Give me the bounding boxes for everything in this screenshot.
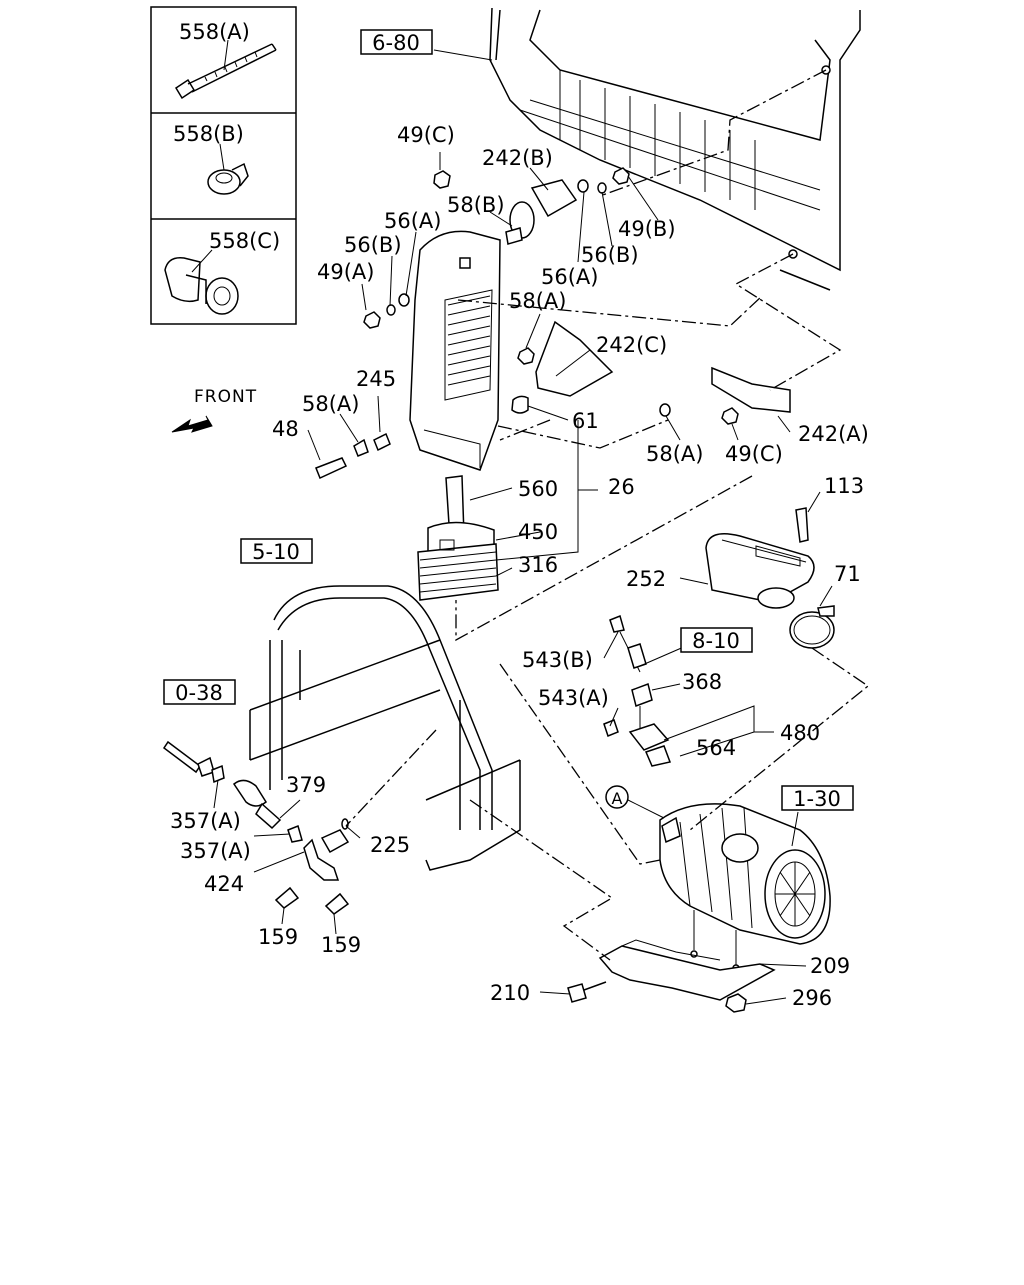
callout-424: 424: [204, 872, 244, 896]
callout-56b-right: 56(B): [581, 243, 639, 267]
ref-box-1-30: 1-30: [793, 787, 841, 811]
clip-558c: [164, 257, 239, 315]
callout-242a: 242(A): [798, 422, 869, 446]
reference-boxes: 6-80 5-10 0-38 8-10 1-30: [163, 29, 854, 811]
clip-inset-panel: [150, 6, 297, 325]
callout-450: 450: [518, 520, 558, 544]
callout-564: 564: [696, 736, 736, 760]
hose-fittings-left: [162, 740, 350, 915]
callout-159-2: 159: [321, 933, 361, 957]
callout-71: 71: [834, 562, 861, 586]
callout-56b-left: 56(B): [344, 233, 402, 257]
callout-296: 296: [792, 986, 832, 1010]
label-558a: 558(A): [179, 20, 250, 44]
shift-boot-assembly: [417, 475, 499, 601]
callout-543b: 543(B): [522, 648, 593, 672]
callout-245: 245: [356, 367, 396, 391]
part-callouts: 49(C) 242(B) 58(B) 56(A) 56(B) 49(A) 49(…: [170, 123, 869, 1010]
callout-159-1: 159: [258, 925, 298, 949]
callout-316: 316: [518, 553, 558, 577]
front-arrow-icon: [171, 415, 213, 433]
callout-58a-low: 58(A): [646, 442, 703, 466]
callout-113: 113: [824, 474, 864, 498]
front-label: FRONT: [194, 387, 257, 407]
callout-49c-top: 49(C): [397, 123, 455, 147]
callout-48: 48: [272, 417, 299, 441]
front-direction-indicator: FRONT: [171, 387, 257, 433]
callout-379: 379: [286, 773, 326, 797]
brackets-242: [530, 179, 791, 413]
shift-lever-housing: [409, 230, 501, 471]
reference-circle-a: A: [605, 785, 665, 819]
leader-lines: [191, 39, 833, 1005]
label-558c: 558(C): [209, 229, 280, 253]
ref-box-0-38: 0-38: [175, 681, 223, 705]
callout-225: 225: [370, 833, 410, 857]
callout-357a-1: 357(A): [170, 809, 241, 833]
callout-543a: 543(A): [538, 686, 609, 710]
fasteners-left: [315, 167, 739, 480]
callout-49b: 49(B): [618, 217, 676, 241]
cable-tie-558a: [174, 43, 277, 100]
callout-26: 26: [608, 475, 635, 499]
mounting-bracket-209: [567, 939, 776, 1013]
callout-58a-left: 58(A): [302, 392, 359, 416]
callout-49a: 49(A): [317, 260, 374, 284]
ref-box-5-10: 5-10: [252, 540, 300, 564]
callout-252: 252: [626, 567, 666, 591]
callout-242c: 242(C): [596, 333, 667, 357]
callout-56a-top: 56(A): [384, 209, 441, 233]
callout-368: 368: [682, 670, 722, 694]
callout-58a-mid: 58(A): [509, 289, 566, 313]
callout-209: 209: [810, 954, 850, 978]
inset-labels: 558(A) 558(B) 558(C): [173, 20, 280, 253]
callout-49c-low: 49(C): [725, 442, 783, 466]
callout-357a-2: 357(A): [180, 839, 251, 863]
callout-61: 61: [572, 409, 599, 433]
ref-box-6-80: 6-80: [372, 31, 420, 55]
frame-rail: [249, 585, 521, 871]
sensor-parts-center: [603, 614, 672, 767]
callout-58b: 58(B): [447, 193, 505, 217]
blower-motor-assembly: [659, 803, 831, 972]
circle-a-label: A: [612, 789, 623, 808]
clip-558b: [207, 162, 249, 195]
air-intake-housing: [705, 507, 835, 649]
callout-242b: 242(B): [482, 146, 553, 170]
callout-210: 210: [490, 981, 530, 1005]
ref-box-8-10: 8-10: [692, 629, 740, 653]
callout-480: 480: [780, 721, 820, 745]
reference-lines: [345, 69, 870, 961]
callout-56a-right: 56(A): [541, 265, 598, 289]
callout-560: 560: [518, 477, 558, 501]
label-558b: 558(B): [173, 122, 244, 146]
